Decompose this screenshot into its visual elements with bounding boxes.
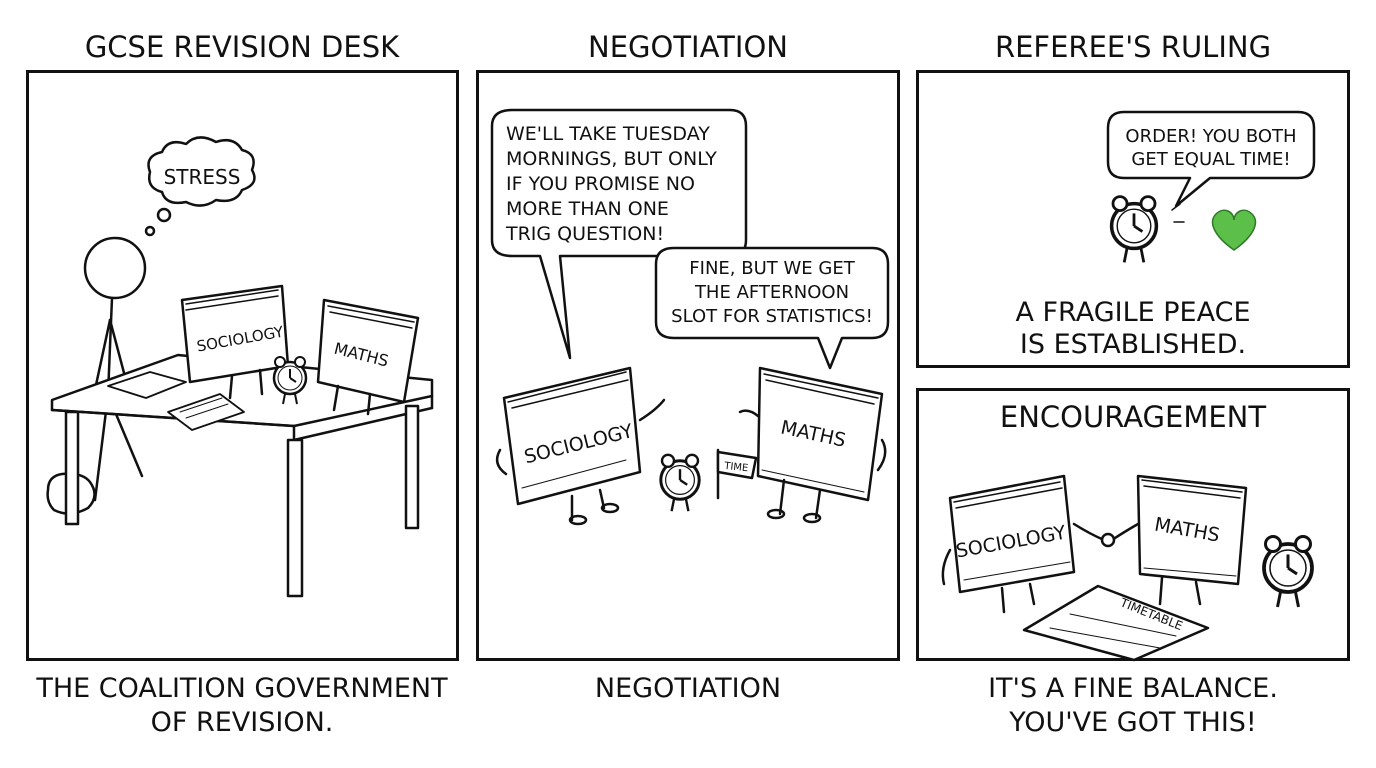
- encouragement-scene: [941, 474, 1248, 662]
- alarm-clock-referee: [1109, 194, 1159, 265]
- ruling-text-line-2: IS ESTABLISHED.: [1019, 329, 1247, 360]
- alarm-clock-negotiation: [659, 453, 701, 513]
- caption-encouragement-line-2: YOU'VE GOT THIS!: [1009, 707, 1257, 738]
- speech-ruling-line-1: ORDER! YOU BOTH: [1125, 126, 1296, 147]
- ruling-scene: [1106, 110, 1316, 223]
- speech-left-line-5: TRIG QUESTION!: [505, 223, 664, 245]
- caption-encouragement-line-1: IT'S A FINE BALANCE.: [988, 673, 1278, 704]
- speech-bubble-right: FINE, BUT WE GET THE AFTERNOON SLOT FOR …: [671, 258, 873, 327]
- speech-left-line-3: IF YOU PROMISE NO: [506, 173, 695, 195]
- caption-desk-line-1: THE COALITION GOVERNMENT: [36, 673, 448, 704]
- speech-ruling-line-2: GET EQUAL TIME!: [1131, 149, 1290, 170]
- speech-left-line-2: MORNINGS, BUT ONLY: [506, 148, 717, 170]
- caption-negotiation: NEGOTIATION: [594, 673, 782, 704]
- thought-text-stress: STRESS: [164, 165, 241, 189]
- panel-title-negotiation: NEGOTIATION: [588, 30, 788, 64]
- ruling-text-line-1: A FRAGILE PEACE: [1015, 297, 1251, 328]
- speech-right-line-3: SLOT FOR STATISTICS!: [671, 306, 873, 327]
- flag-label-time: TIME: [723, 461, 749, 475]
- caption-desk-line-2: OF REVISION.: [150, 707, 334, 738]
- desk-scene: [46, 136, 434, 598]
- speech-right-line-1: FINE, BUT WE GET: [689, 258, 855, 279]
- speech-left-line-1: WE'LL TAKE TUESDAY: [506, 123, 710, 145]
- green-heart-icon: [1211, 209, 1257, 251]
- speech-bubble-left: WE'LL TAKE TUESDAY MORNINGS, BUT ONLY IF…: [505, 123, 717, 245]
- speech-left-line-4: MORE THAN ONE: [506, 198, 669, 220]
- negotiation-scene: [490, 108, 890, 526]
- panel-title-desk: GCSE REVISION DESK: [84, 30, 400, 64]
- panel-title-encouragement: ENCOURAGEMENT: [999, 400, 1267, 434]
- panel-title-ruling: REFEREE'S RULING: [994, 30, 1272, 64]
- alarm-clock-encouragement: [1262, 534, 1314, 609]
- speech-right-line-2: THE AFTERNOON: [694, 282, 849, 303]
